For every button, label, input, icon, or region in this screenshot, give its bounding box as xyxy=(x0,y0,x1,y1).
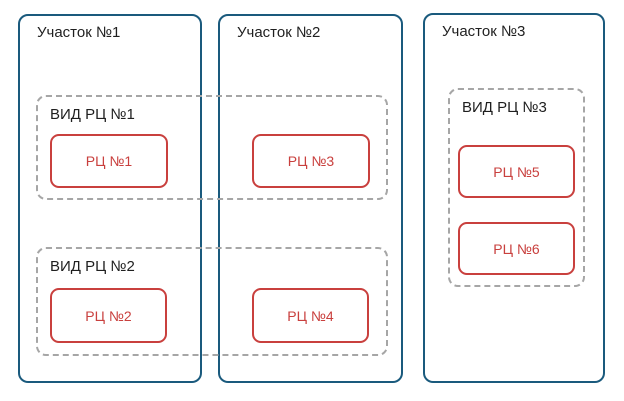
unit-label-1: РЦ №1 xyxy=(85,153,133,169)
unit-label-3: РЦ №3 xyxy=(287,153,335,169)
section-title-1: Участок №1 xyxy=(37,24,121,41)
section-box-3: Участок №3 xyxy=(423,13,605,383)
unit-label-5: РЦ №5 xyxy=(493,163,540,180)
group-box-vid-rc-2: ВИД РЦ №2 xyxy=(36,247,388,356)
section-title-2: Участок №2 xyxy=(237,24,321,41)
group-title-1: ВИД РЦ №1 xyxy=(50,106,135,123)
unit-label-2: РЦ №2 xyxy=(85,307,132,324)
group-title-2: ВИД РЦ №2 xyxy=(50,258,135,275)
unit-box-rc-1: РЦ №1 xyxy=(50,134,168,188)
section-title-3: Участок №3 xyxy=(442,23,526,40)
group-box-vid-rc-3: ВИД РЦ №3 xyxy=(448,88,585,287)
unit-box-rc-2: РЦ №2 xyxy=(50,288,167,343)
unit-label-4: РЦ №4 xyxy=(287,307,334,324)
unit-box-rc-6: РЦ №6 xyxy=(458,222,575,275)
group-title-3: ВИД РЦ №3 xyxy=(462,99,547,116)
unit-box-rc-3: РЦ №3 xyxy=(252,134,370,188)
unit-box-rc-5: РЦ №5 xyxy=(458,145,575,198)
unit-label-6: РЦ №6 xyxy=(493,240,540,257)
unit-box-rc-4: РЦ №4 xyxy=(252,288,369,343)
group-box-vid-rc-1: ВИД РЦ №1 xyxy=(36,95,388,200)
